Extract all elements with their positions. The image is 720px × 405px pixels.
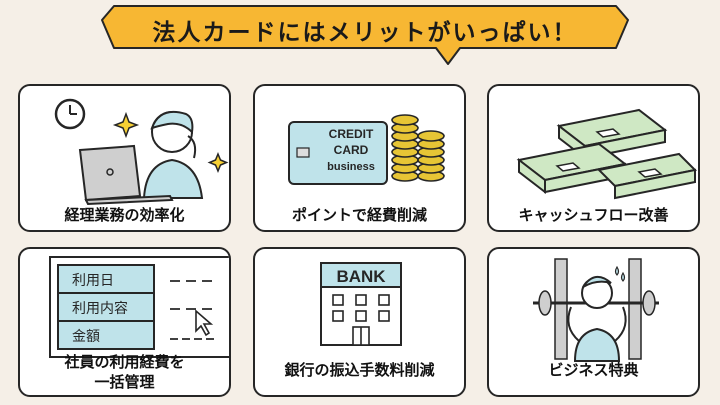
cash-stacks-icon (516, 108, 698, 200)
bank-sign-text: BANK (336, 267, 386, 286)
benefit-card-accounting-efficiency: 経理業務の効率化 (18, 84, 231, 232)
benefit-card-bank-fees: BANK 銀行の振込手数料削減 (253, 247, 466, 397)
title-banner: 法人カードにはメリットがいっぱい！ (100, 4, 630, 65)
card-text-line1: CREDIT (329, 127, 374, 141)
benefit-card-expense-management: 利用日 利用内容 金額 社員の利用経費を 一括管理 (18, 247, 231, 397)
card-label-line2: 一括管理 (94, 373, 155, 391)
cursor-icon (195, 309, 214, 337)
card-label: 銀行の振込手数料削減 (284, 361, 435, 379)
statement-row-date: 利用日 (72, 273, 114, 289)
card-label: ポイントで経費削減 (291, 206, 427, 224)
card-label-line1: 社員の利用経費を (64, 353, 185, 371)
credit-card-coins-icon: CREDIT CARD business (288, 114, 445, 185)
benefit-card-cashflow: キャッシュフロー改善 (487, 84, 700, 232)
card-text-line2: CARD (334, 143, 369, 157)
bank-building-icon: BANK (320, 262, 402, 346)
speech-bubble-shape (101, 5, 629, 65)
benefit-card-points: CREDIT CARD business ポイントで経費削減 (253, 84, 466, 232)
banner-title: 法人カードにはメリットがいっぱい！ (152, 20, 578, 46)
weightlifting-person-icon (533, 258, 659, 362)
benefit-card-business-perks: ビジネス特典 (487, 247, 700, 397)
statement-row-content: 利用内容 (72, 300, 128, 317)
statement-row-amount: 金額 (72, 329, 100, 345)
person-at-laptop-icon (54, 98, 229, 206)
card-label: 経理業務の効率化 (64, 206, 185, 224)
card-label: ビジネス特典 (548, 361, 639, 379)
expense-statement-icon: 利用日 利用内容 金額 (49, 256, 229, 358)
card-text-line3: business (327, 161, 375, 173)
card-label: キャッシュフロー改善 (518, 206, 669, 224)
